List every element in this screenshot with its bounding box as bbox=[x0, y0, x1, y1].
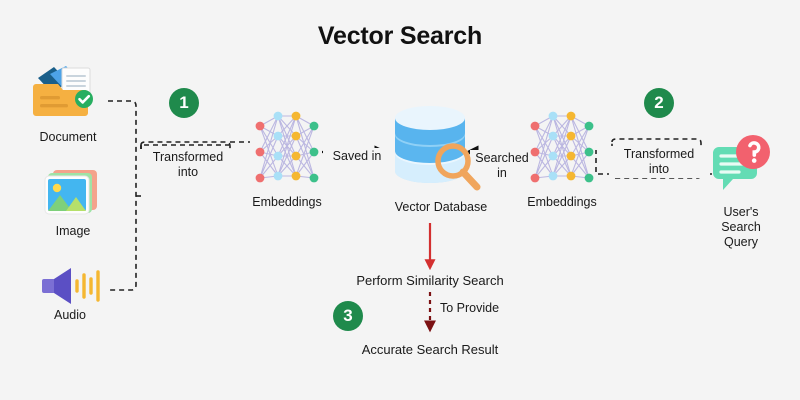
edge-label-saved-in: Saved in bbox=[323, 148, 391, 165]
edge-label-line1: Searched bbox=[475, 151, 529, 165]
edge-label-line2: in bbox=[497, 166, 507, 180]
edge-label-searched-in: Searched in bbox=[470, 150, 534, 182]
edge-sources-to-embeddings bbox=[108, 100, 229, 291]
document-folder-check-icon bbox=[28, 62, 104, 122]
step-badge-1: 1 bbox=[169, 88, 199, 118]
edge-label-to-provide: To Provide bbox=[437, 300, 527, 317]
database-magnifier-icon bbox=[393, 105, 489, 197]
label-accurate-search-result: Accurate Search Result bbox=[361, 342, 499, 357]
neural-network-icon bbox=[252, 108, 322, 196]
label-vector-database: Vector Database bbox=[394, 200, 488, 214]
label-line3: Query bbox=[723, 234, 759, 249]
label-user-search-query: User's Search Query bbox=[691, 205, 791, 249]
step-badge-2: 2 bbox=[644, 88, 674, 118]
audio-speaker-icon bbox=[40, 265, 106, 307]
edge-label-line2: into bbox=[177, 165, 199, 179]
source-label-audio: Audio bbox=[54, 308, 86, 322]
edge-label-line1: Transformed bbox=[623, 147, 695, 161]
source-label-image: Image bbox=[55, 224, 91, 238]
edge-label-line2: into bbox=[648, 162, 670, 176]
label-line1: User's bbox=[723, 205, 759, 219]
edge-label-transformed-into-left: Transformed into bbox=[138, 149, 238, 181]
label-embeddings-left: Embeddings bbox=[252, 195, 322, 209]
edge-left-route bbox=[140, 141, 250, 181]
label-line2: Search bbox=[721, 219, 761, 234]
source-label-document: Document bbox=[39, 130, 97, 144]
label-perform-similarity-search: Perform Similarity Search bbox=[356, 273, 504, 288]
step-badge-3: 3 bbox=[333, 301, 363, 331]
edge-label-transformed-into-right: Transformed into bbox=[609, 146, 709, 178]
label-embeddings-right: Embeddings bbox=[527, 195, 597, 209]
edge-label-line1: Transformed bbox=[152, 150, 224, 164]
neural-network-icon bbox=[527, 108, 597, 196]
image-photo-icon bbox=[42, 167, 104, 221]
page-title: Vector Search bbox=[317, 22, 483, 50]
speech-bubble-question-icon bbox=[709, 133, 775, 199]
